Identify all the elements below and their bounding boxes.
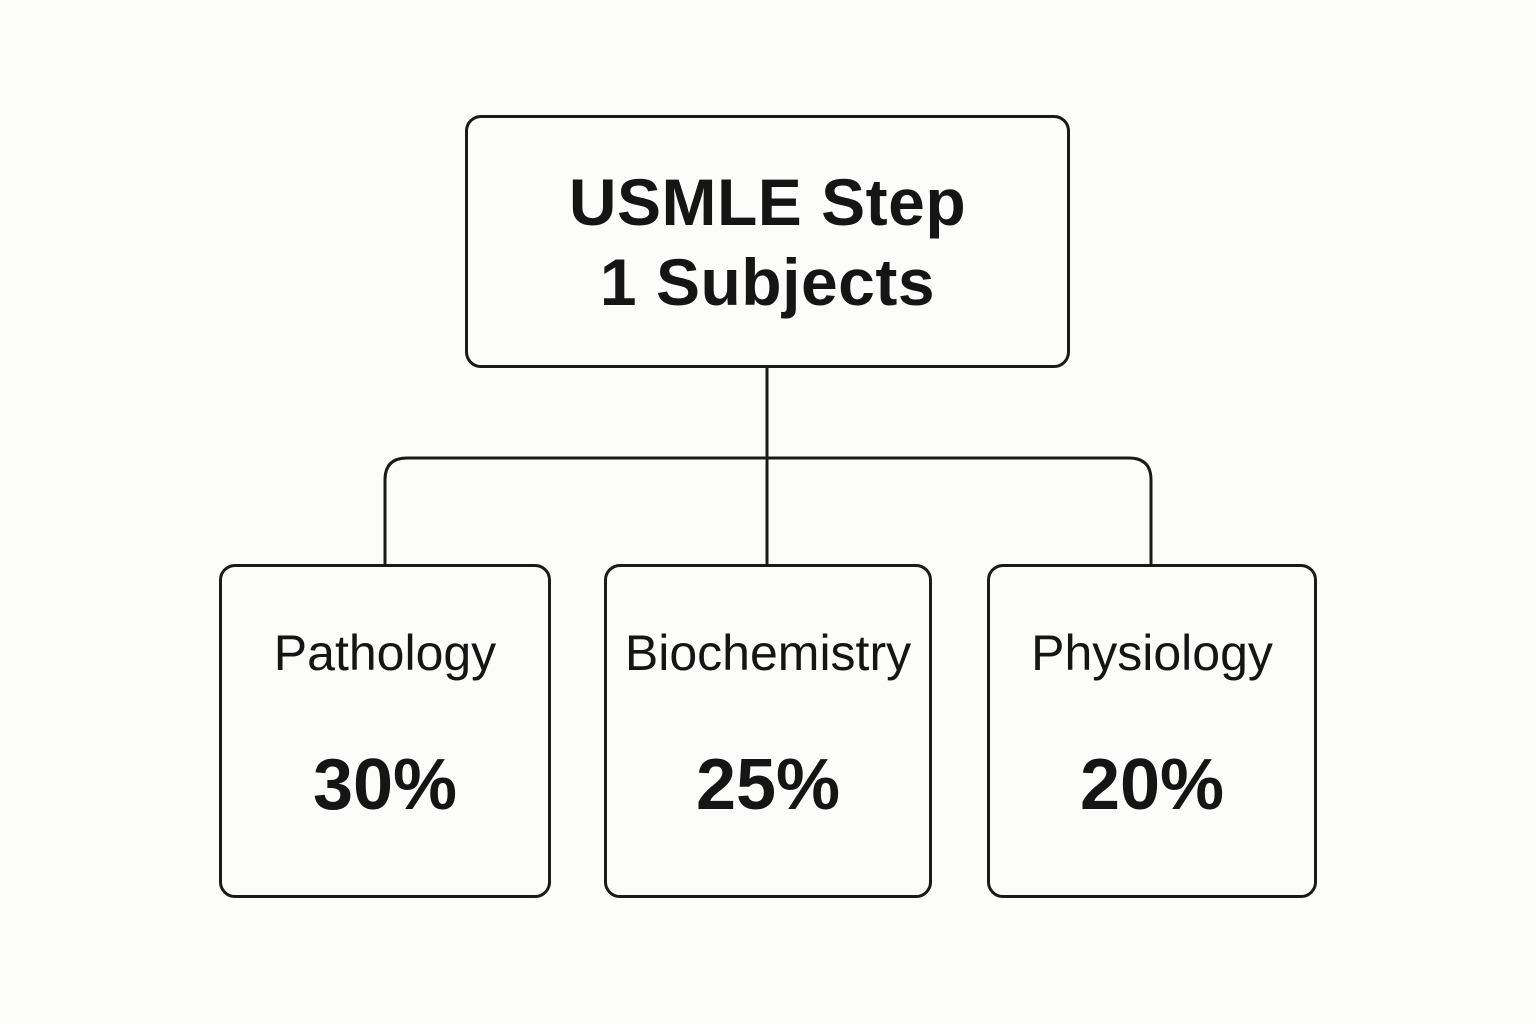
subject-node-biochemistry: Biochemistry 25% bbox=[604, 564, 932, 898]
subject-node-pathology: Pathology 30% bbox=[219, 564, 551, 898]
subject-percent: 25% bbox=[695, 745, 841, 825]
branch-line bbox=[383, 456, 1153, 564]
subject-name: Physiology bbox=[1031, 625, 1273, 681]
root-node: USMLE Step 1 Subjects bbox=[465, 115, 1070, 368]
root-title: USMLE Step 1 Subjects bbox=[568, 164, 967, 319]
subject-name: Pathology bbox=[273, 625, 497, 681]
subject-name: Biochemistry bbox=[624, 625, 912, 681]
subject-node-physiology: Physiology 20% bbox=[987, 564, 1317, 898]
subject-percent: 20% bbox=[1079, 745, 1225, 825]
subject-percent: 30% bbox=[312, 745, 458, 825]
